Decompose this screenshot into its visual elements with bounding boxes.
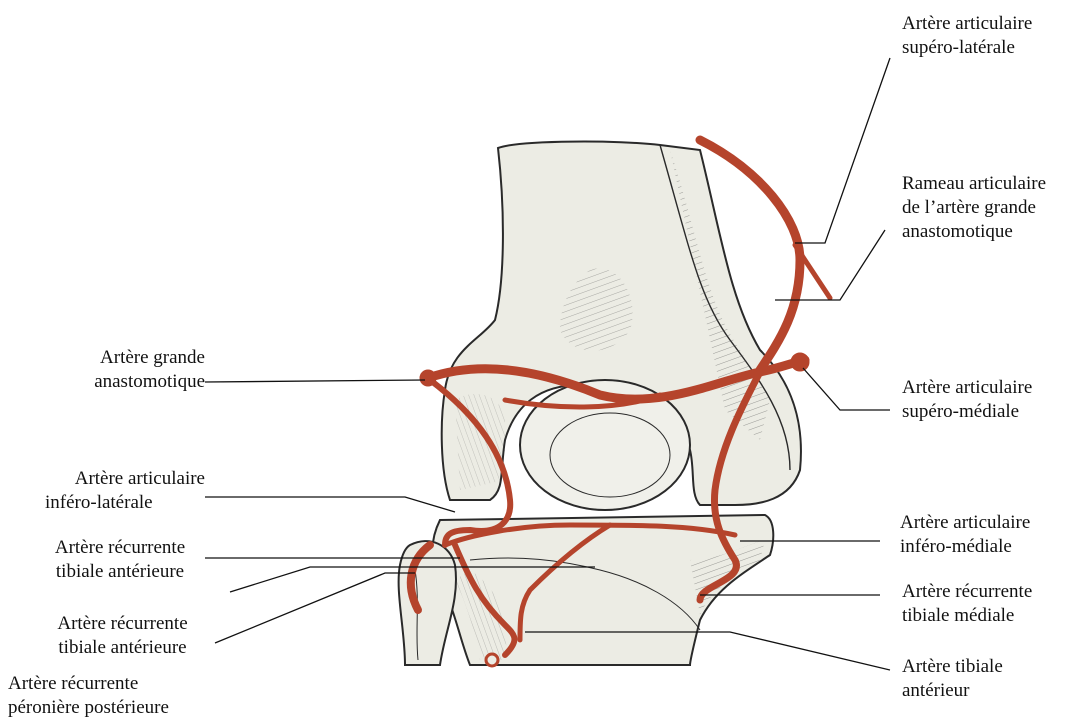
leader-rameau: [775, 230, 885, 300]
label-artere-articulaire-supero-laterale: Artère articulaire supéro-latérale: [902, 12, 1032, 60]
label-artere-recurrente-peroniere-posterieure: Artère récurrente péronière postérieure: [8, 672, 169, 720]
leader-grande-anast: [205, 380, 425, 382]
label-rameau-articulaire: Rameau articulaire de l’artère grande an…: [902, 172, 1046, 244]
label-artere-tibiale-anterieur: Artère tibiale antérieur: [902, 655, 1003, 703]
fibula: [399, 541, 456, 665]
label-artere-articulaire-infero-laterale: Artère articulaire inféro-latérale: [30, 467, 205, 515]
leader-sup-lat: [795, 58, 890, 243]
label-artere-recurrente-tibiale-mediale: Artère récurrente tibiale médiale: [902, 580, 1032, 628]
leader-inf-lat: [205, 497, 455, 512]
label-artere-articulaire-infero-mediale: Artère articulaire inféro-médiale: [900, 511, 1030, 559]
label-artere-articulaire-supero-mediale: Artère articulaire supéro-médiale: [902, 376, 1032, 424]
leader-sup-med: [803, 368, 890, 410]
leader-rec-tib-ant-2: [215, 573, 415, 643]
label-artere-recurrente-tibiale-anterieure-1: Artère récurrente tibiale antérieure: [35, 536, 205, 584]
label-artere-recurrente-tibiale-anterieure-2: Artère récurrente tibiale antérieure: [35, 612, 210, 660]
label-artere-grande-anastomotique: Artère grande anastomotique: [60, 346, 205, 394]
